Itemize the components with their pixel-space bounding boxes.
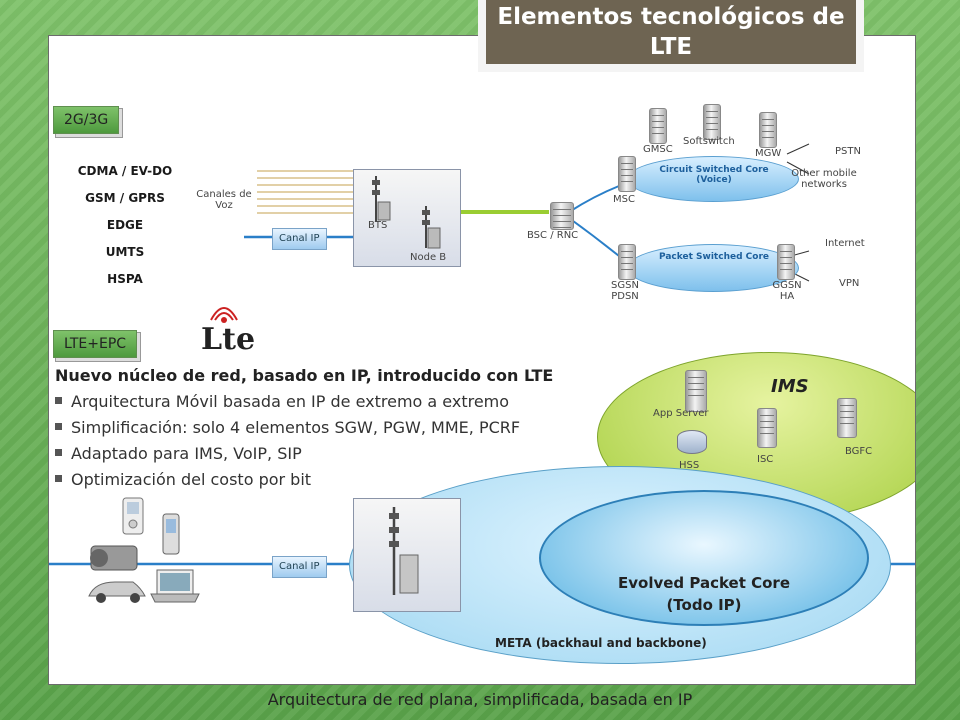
cs-core-cloud bbox=[627, 156, 799, 202]
tech-hspa: HSPA bbox=[107, 272, 143, 286]
app-server-label: App Server bbox=[653, 408, 709, 419]
bullet-3: Adaptado para IMS, VoIP, SIP bbox=[55, 444, 302, 463]
signal-waves-icon bbox=[210, 307, 238, 323]
tech-gsm: GSM / GPRS bbox=[85, 191, 165, 205]
msc-server-icon bbox=[618, 156, 636, 192]
bsc-rnc-label: BSC / RNC bbox=[527, 230, 579, 241]
epc-ellipse bbox=[539, 490, 869, 626]
gmsc-label: GMSC bbox=[643, 144, 673, 155]
ps-core-label: Packet Switched Core bbox=[659, 252, 769, 262]
bts-label: BTS bbox=[368, 220, 388, 231]
bullet-1: Arquitectura Móvil basada en IP de extre… bbox=[55, 392, 509, 411]
other-mobile-label: Other mobile networks bbox=[791, 168, 857, 190]
tech-umts: UMTS bbox=[105, 245, 145, 259]
isc-label: ISC bbox=[757, 454, 774, 465]
pstn-label: PSTN bbox=[835, 146, 861, 157]
vpn-label: VPN bbox=[839, 278, 860, 289]
msc-label: MSC bbox=[613, 194, 635, 205]
epc-line2: (Todo IP) bbox=[666, 596, 742, 614]
meta-label: META (backhaul and backbone) bbox=[495, 636, 707, 650]
bts-tower-icon bbox=[372, 176, 391, 222]
sgsn-label: SGSN PDSN bbox=[611, 280, 639, 302]
page-title: Elementos tecnológicos de LTE bbox=[486, 0, 856, 64]
diagram-canvas: 2G/3G CDMA / EV-DO GSM / GPRS EDGE UMTS … bbox=[48, 35, 916, 685]
canal-ip-lte: Canal IP bbox=[272, 556, 327, 578]
softswitch-label: Softswitch bbox=[683, 136, 735, 147]
mgw-server-icon bbox=[759, 112, 777, 148]
hss-label: HSS bbox=[679, 460, 700, 471]
app-server-icon bbox=[685, 370, 707, 412]
lte-logo: Lte bbox=[201, 322, 256, 357]
hss-database-icon bbox=[677, 430, 707, 454]
bullet-4: Optimización del costo por bit bbox=[55, 470, 311, 489]
sgsn-server-icon bbox=[618, 244, 636, 280]
nodeb-tower-icon bbox=[422, 206, 441, 249]
radio-access-panel: BTS Node B bbox=[353, 169, 461, 267]
canal-ip-legacy: Canal IP bbox=[272, 228, 327, 250]
bsc-rnc-server-icon bbox=[550, 202, 574, 230]
enodeb-tower-icon bbox=[389, 507, 419, 595]
enodeb-panel bbox=[353, 498, 461, 612]
gmsc-server-icon bbox=[649, 108, 667, 144]
internet-label: Internet bbox=[825, 238, 865, 249]
bgfc-label: BGFC bbox=[845, 446, 873, 457]
mgw-label: MGW bbox=[755, 148, 782, 159]
softswitch-server-icon bbox=[703, 104, 721, 140]
nodeb-label: Node B bbox=[410, 252, 447, 263]
footer-caption: Arquitectura de red plana, simplificada,… bbox=[267, 690, 693, 709]
bullet-2: Simplificación: solo 4 elementos SGW, PG… bbox=[55, 418, 520, 437]
bullets-heading: Nuevo núcleo de red, basado en IP, intro… bbox=[55, 366, 554, 385]
canales-voz-label: Canales de Voz bbox=[196, 189, 252, 211]
ggsn-server-icon bbox=[777, 244, 795, 280]
bgfc-server-icon bbox=[837, 398, 857, 438]
isc-server-icon bbox=[757, 408, 777, 448]
tech-cdma: CDMA / EV-DO bbox=[77, 164, 173, 178]
tag-lte-epc: LTE+EPC bbox=[53, 330, 138, 358]
tech-edge: EDGE bbox=[106, 218, 144, 232]
cs-core-label: Circuit Switched Core (Voice) bbox=[659, 165, 769, 185]
epc-line1: Evolved Packet Core bbox=[617, 574, 790, 592]
ggsn-label: GGSN HA bbox=[772, 280, 802, 302]
tag-2g3g: 2G/3G bbox=[53, 106, 120, 134]
ims-title: IMS bbox=[771, 376, 809, 397]
user-devices-icons bbox=[88, 497, 200, 603]
